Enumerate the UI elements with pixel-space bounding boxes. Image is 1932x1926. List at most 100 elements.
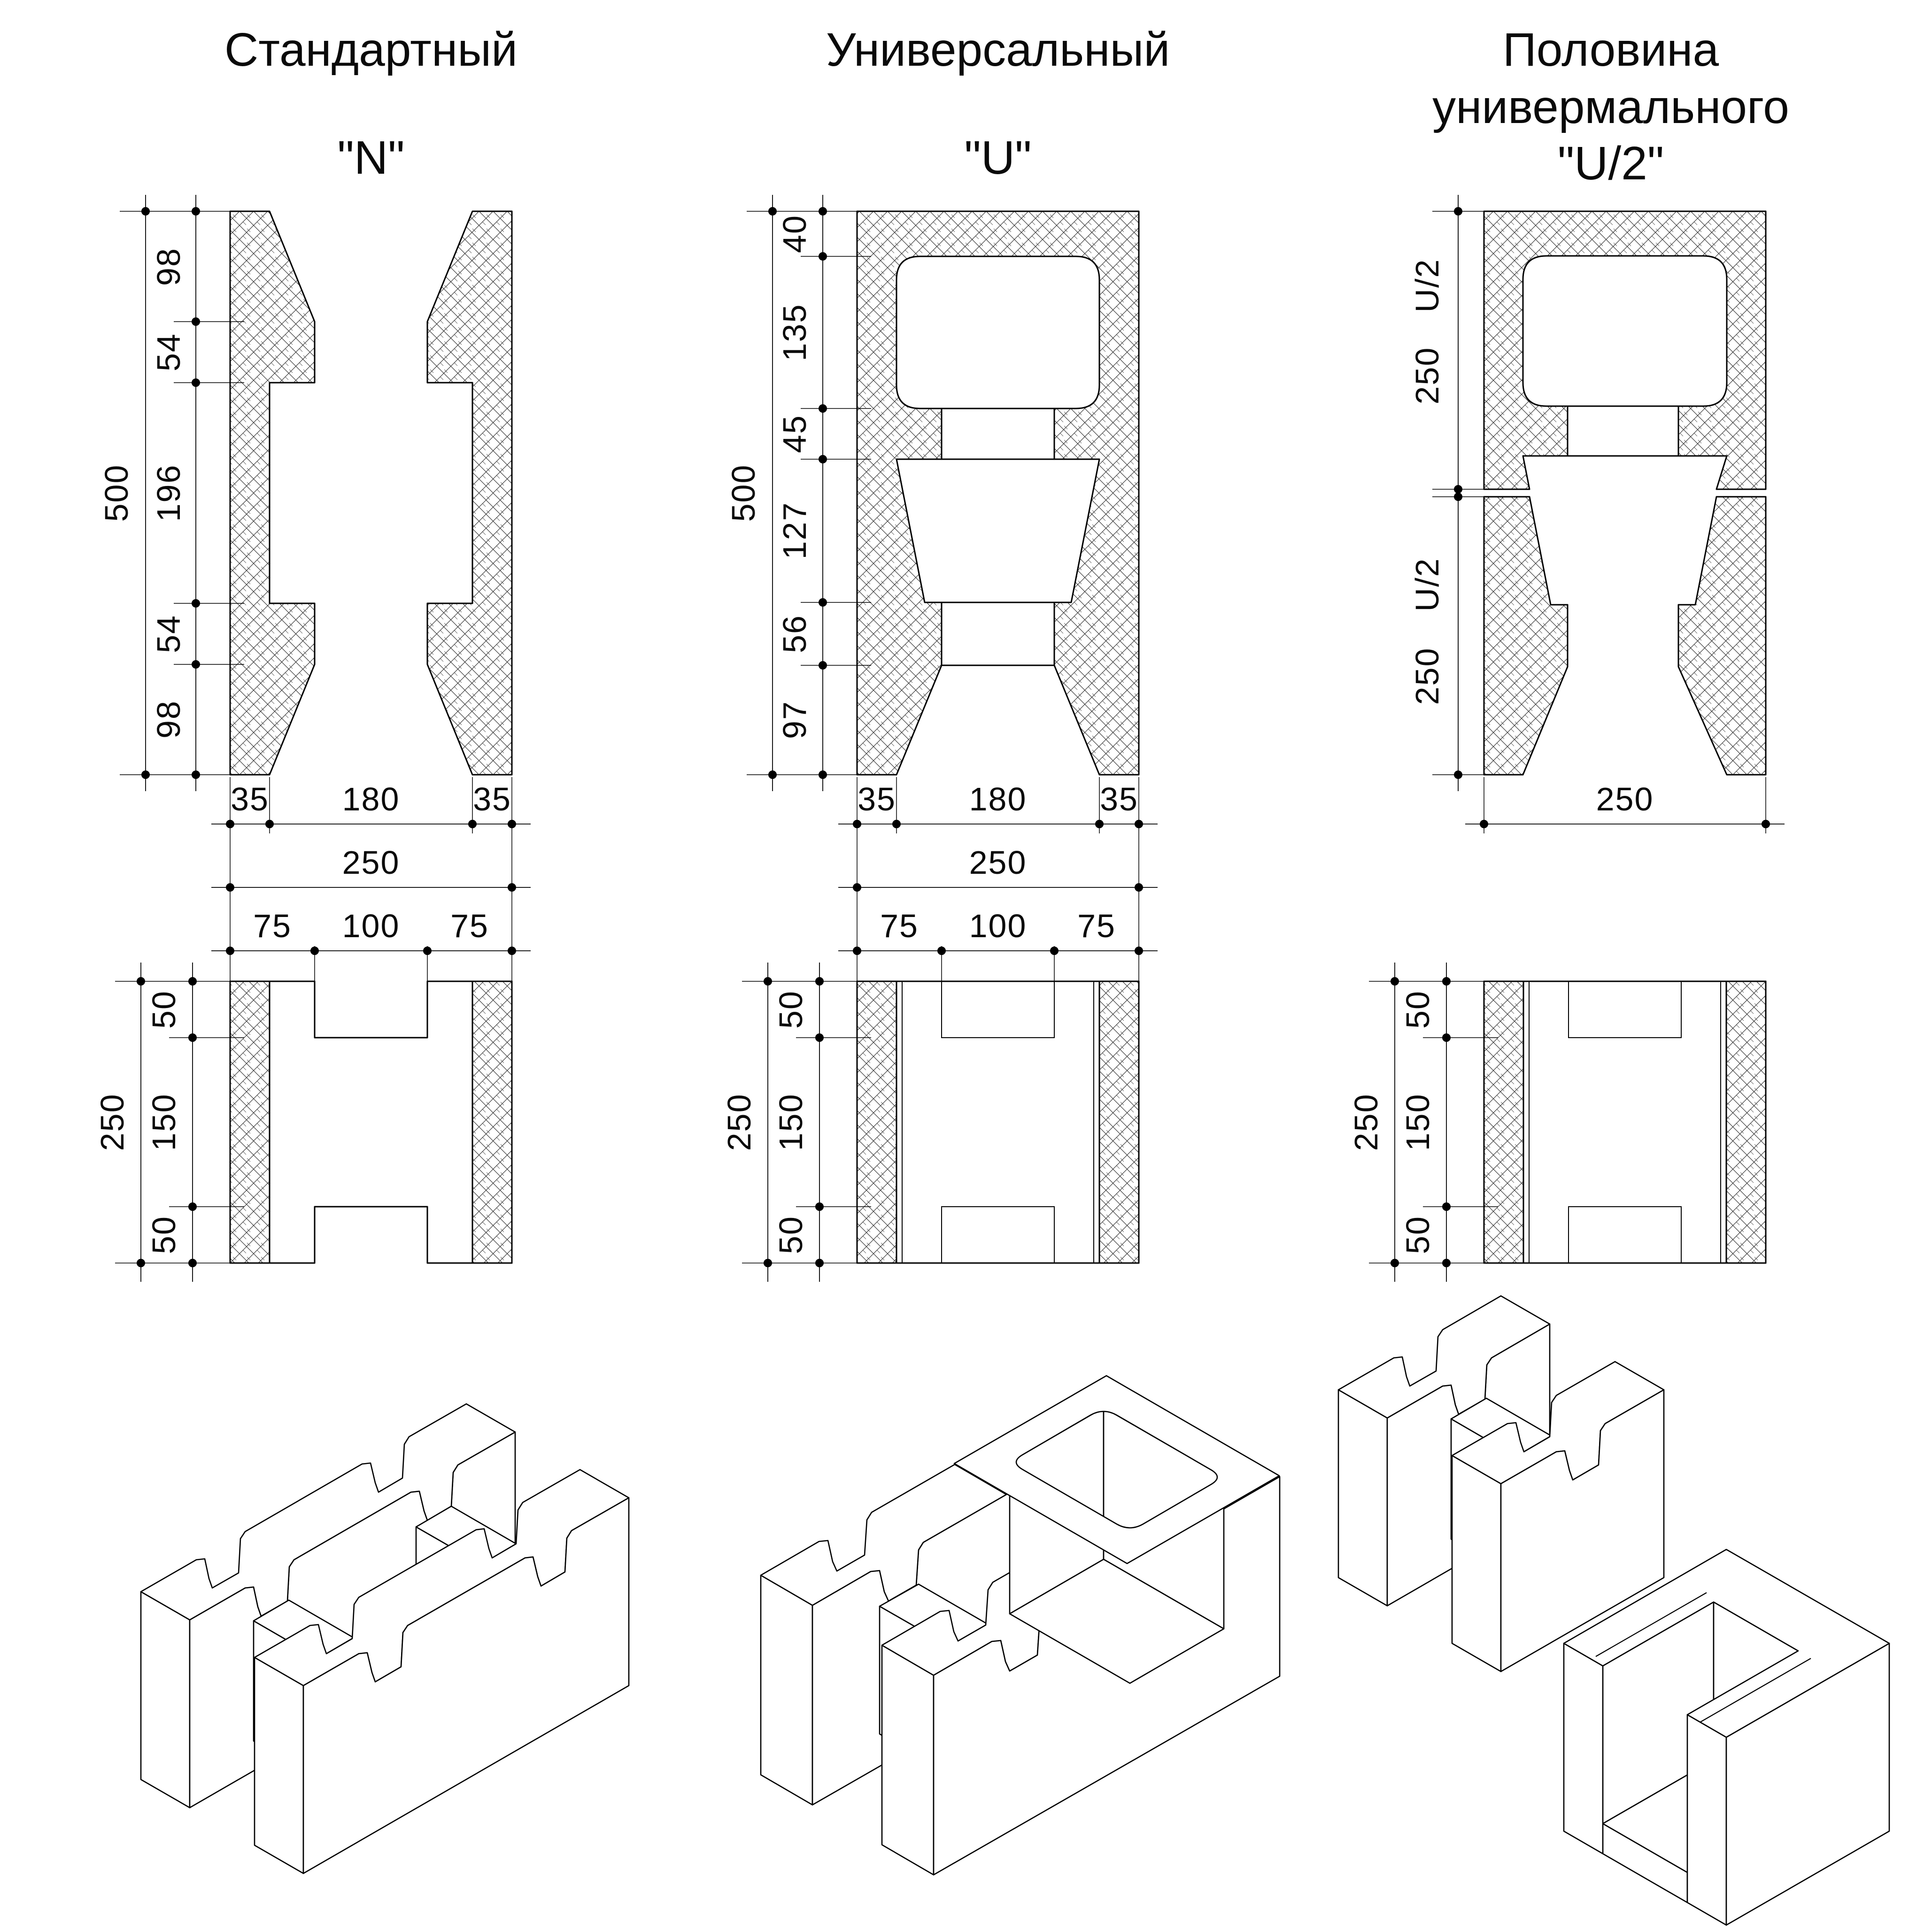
iso-u2b-nearwall-end: [1686, 1714, 1727, 1926]
n-plan-view: 250 50 150 50: [94, 963, 513, 1282]
u-elevation-view: 500 40 135 45 127 56 97 35 180 35 250: [725, 195, 1158, 981]
u2-bottom-code: U/2: [1409, 558, 1445, 612]
u2-plan-dimensions: 250 50 150 50: [1348, 963, 1498, 1282]
iso-u2-half-b: [1563, 1549, 1890, 1926]
u-body-section: [856, 210, 1140, 776]
n-dim-98a: 98: [150, 247, 187, 286]
u2-dim-250: 250: [1596, 781, 1654, 817]
u2-bottom-half-right: [1677, 496, 1767, 776]
u-dim-127: 127: [776, 502, 813, 560]
iso-n-farwall-end: [140, 1591, 191, 1809]
n-dim-180: 180: [342, 781, 400, 817]
u-dim-135: 135: [776, 304, 813, 362]
iso-u-farwall-end: [760, 1574, 813, 1806]
n-dim-196: 196: [150, 464, 187, 522]
u-plan-50b: 50: [773, 1216, 809, 1254]
u2-bottom-len: 250: [1409, 647, 1445, 705]
u2-top-half-section: [1483, 210, 1767, 490]
u-plan-web-bottom: [941, 1206, 1055, 1263]
n-dim-75b: 75: [450, 908, 489, 944]
n-dim-35b: 35: [473, 781, 511, 817]
u2-plan-insulation-right: [1725, 980, 1767, 1264]
n-elev-dimensions: 500 98 54 196 54 98: [98, 195, 244, 791]
u2-plan-view: 250 50 150 50: [1348, 963, 1767, 1282]
n-dim-100: 100: [342, 908, 400, 944]
u-dim-180: 180: [969, 781, 1027, 817]
u2-plan-outline: [1483, 980, 1767, 1264]
u-plan-150: 150: [773, 1094, 809, 1151]
u2-elev-dimensions: U/2 250 U/2 250: [1409, 195, 1498, 791]
n-plan-insulation-right: [471, 980, 513, 1264]
u-dim-500: 500: [725, 464, 762, 522]
n-dim-54a: 54: [150, 333, 187, 371]
iso-u2a-farwall-top: [1337, 1295, 1551, 1419]
u-plan-insulation-right: [1098, 980, 1140, 1264]
n-plan-dimensions: 250 50 150 50: [94, 963, 244, 1282]
n-dim-75a: 75: [253, 908, 292, 944]
n-plan-250: 250: [94, 1094, 131, 1151]
u-dim-45: 45: [776, 415, 813, 453]
iso-u-top-plate: [953, 1375, 1280, 1564]
iso-n-block: [140, 1403, 630, 1874]
u-plan-50a: 50: [773, 990, 809, 1029]
n-dim-98b: 98: [150, 700, 187, 739]
u2-width-dimensions: 250: [1465, 777, 1785, 833]
iso-u2a-nearwall-end: [1451, 1455, 1502, 1672]
n-dim-500: 500: [98, 464, 135, 522]
u-plan-dimensions: 250 50 150 50: [721, 963, 871, 1282]
n-left-wall-section: [229, 210, 316, 776]
u-dim-97: 97: [776, 701, 813, 739]
code-u2: "U/2": [1558, 137, 1664, 190]
iso-u-nearwall-end: [881, 1644, 935, 1876]
u-dim-35b: 35: [1100, 781, 1138, 817]
title-half-1: Половина: [1503, 23, 1719, 76]
titles: Стандартный "N" Универсальный "U" Полови…: [224, 23, 1789, 190]
iso-n-nearwall-end: [254, 1656, 304, 1874]
iso-n-farwall-top: [140, 1403, 516, 1621]
u2-plan-50b: 50: [1399, 1216, 1436, 1254]
u2-plan-insulation-left: [1483, 980, 1524, 1264]
n-dim-54b: 54: [150, 615, 187, 653]
iso-u-cavity-floor: [1009, 1558, 1225, 1684]
u-dim-56: 56: [776, 615, 813, 653]
title-half-2: универмального: [1432, 81, 1789, 133]
u-dim-100: 100: [969, 908, 1027, 944]
u-plan-outline: [856, 980, 1140, 1264]
u-plan-view: 250 50 150 50: [721, 963, 1140, 1282]
title-universal: Универсальный: [826, 23, 1170, 76]
u2-plan-150: 150: [1399, 1094, 1436, 1151]
u-dim-250: 250: [969, 844, 1027, 881]
u2-plan-web-bottom: [1568, 1206, 1682, 1263]
u2-top-len: 250: [1409, 347, 1445, 405]
iso-u-block: [760, 1375, 1281, 1876]
u-dim-40: 40: [776, 215, 813, 253]
iso-n-nearwall-face: [302, 1497, 630, 1874]
n-plan-150: 150: [146, 1094, 182, 1151]
u-dim-35a: 35: [858, 781, 896, 817]
code-n: "N": [337, 131, 404, 184]
n-width-dimensions: 35 180 35 250 75 100 75: [211, 777, 531, 981]
u2-plan-250: 250: [1348, 1094, 1384, 1151]
iso-u2b-rim-groove-near: [1700, 1658, 1811, 1723]
n-right-wall-section: [426, 210, 513, 776]
n-plan-insulation-left: [229, 980, 270, 1264]
n-elevation-view: 500 98 54 196 54 98 35 180 35 250: [98, 195, 531, 981]
iso-u2a-nearwall-face: [1500, 1389, 1665, 1672]
u-plan-250: 250: [721, 1094, 757, 1151]
iso-u2b-farwall-end: [1563, 1642, 1604, 1855]
iso-u2-half-a: [1337, 1295, 1665, 1672]
u-width-dimensions: 35 180 35 250 75 100 75: [838, 777, 1158, 981]
iso-u2a-farwall-end: [1337, 1389, 1388, 1607]
u2-elevation-view: U/2 250 U/2 250 250: [1409, 195, 1785, 833]
title-standard: Стандартный: [224, 23, 518, 76]
n-dim-35a: 35: [231, 781, 269, 817]
u-plan-insulation-left: [856, 980, 897, 1264]
u2-top-code: U/2: [1409, 259, 1445, 313]
u2-plan-web-top: [1568, 981, 1682, 1038]
u-dim-75a: 75: [880, 908, 919, 944]
iso-u2b-rim-groove-far: [1595, 1592, 1707, 1657]
u2-plan-50a: 50: [1399, 990, 1436, 1029]
code-u: "U": [964, 131, 1031, 184]
